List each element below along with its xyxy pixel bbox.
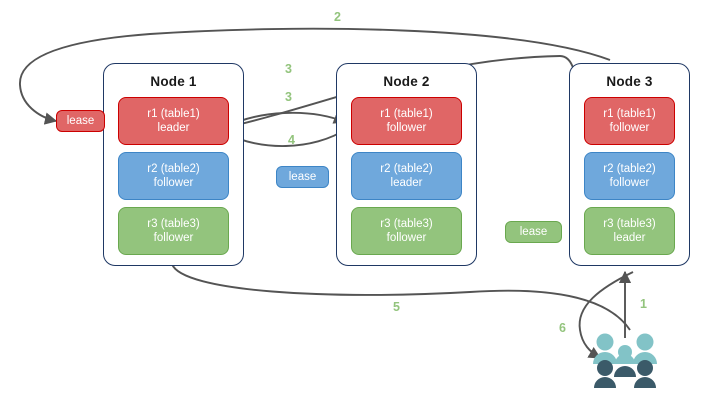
node-box-2[interactable]: Node 2 r1 (table1) follower r2 (table2) …: [336, 63, 477, 266]
replica-name: r3 (table3): [603, 218, 656, 230]
replica-name: r3 (table3): [380, 218, 433, 230]
person-back-right: [633, 333, 657, 364]
step-label-5: 5: [393, 300, 400, 314]
replica-chip[interactable]: r1 (table1) follower: [351, 97, 462, 145]
lease-label: lease: [66, 115, 95, 127]
replica-role: follower: [386, 232, 427, 244]
person-back-center: [615, 345, 635, 364]
lease-badge-blue[interactable]: lease: [276, 166, 329, 188]
person-front-center: [614, 366, 636, 377]
replica-chip[interactable]: r2 (table2) follower: [118, 152, 229, 200]
step-label-3-long: 3: [285, 62, 292, 76]
replica-role: leader: [390, 177, 423, 189]
lease-badge-red[interactable]: lease: [56, 110, 105, 132]
replica-chip[interactable]: r1 (table1) leader: [118, 97, 229, 145]
replica-chip[interactable]: r1 (table1) follower: [584, 97, 675, 145]
lease-label: lease: [519, 226, 548, 238]
replica-name: r2 (table2): [603, 163, 656, 175]
step-label-3-short: 3: [285, 90, 292, 104]
node-title: Node 1: [150, 74, 197, 89]
step-label-2: 2: [334, 10, 341, 24]
replica-chip[interactable]: r2 (table2) follower: [584, 152, 675, 200]
replica-name: r1 (table1): [603, 108, 656, 120]
person-front-left: [594, 360, 616, 388]
replica-chip[interactable]: r3 (table3) follower: [118, 207, 229, 255]
step-label-4: 4: [288, 133, 295, 147]
replica-chip[interactable]: r3 (table3) leader: [584, 207, 675, 255]
person-back-left: [593, 333, 617, 364]
node-box-1[interactable]: Node 1 r1 (table1) leader r2 (table2) fo…: [103, 63, 244, 266]
replica-chip[interactable]: r2 (table2) leader: [351, 152, 462, 200]
lease-label: lease: [288, 171, 317, 183]
replica-role: leader: [157, 122, 190, 134]
replica-name: r1 (table1): [380, 108, 433, 120]
person-front-right: [634, 360, 656, 388]
replica-role: follower: [609, 122, 650, 134]
lease-badge-green[interactable]: lease: [505, 221, 562, 243]
node-title: Node 3: [606, 74, 653, 89]
replica-role: follower: [609, 177, 650, 189]
replica-role: follower: [153, 232, 194, 244]
node-title: Node 2: [383, 74, 430, 89]
replica-role: follower: [153, 177, 194, 189]
replica-name: r2 (table2): [147, 163, 200, 175]
replica-name: r2 (table2): [380, 163, 433, 175]
step-label-6: 6: [559, 321, 566, 335]
replica-role: leader: [613, 232, 646, 244]
node-box-3[interactable]: Node 3 r1 (table1) follower r2 (table2) …: [569, 63, 690, 266]
replica-name: r1 (table1): [147, 108, 200, 120]
replica-name: r3 (table3): [147, 218, 200, 230]
people-group-icon: [593, 333, 657, 388]
replica-chip[interactable]: r3 (table3) follower: [351, 207, 462, 255]
replica-role: follower: [386, 122, 427, 134]
step-label-1: 1: [640, 297, 647, 311]
